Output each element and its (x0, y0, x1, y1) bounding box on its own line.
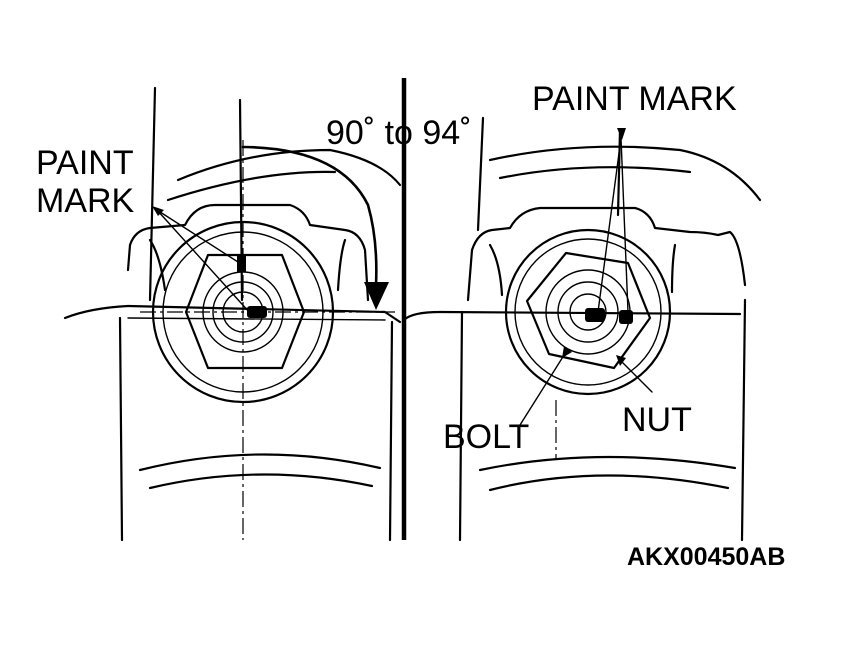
paint-mark-label-left-line2: MARK (36, 182, 135, 220)
nut-label: NUT (622, 401, 692, 439)
paint-mark-label-left-line1: PAINT (36, 144, 134, 182)
figure-code: AKX00450AB (627, 543, 786, 571)
angle-label: 90˚ to 94˚ (326, 114, 472, 152)
rotation-arrow (241, 145, 389, 310)
right-rod-assembly (438, 116, 762, 542)
paint-mark-label-right: PAINT MARK (532, 80, 737, 118)
bolt-label: BOLT (443, 418, 530, 456)
left-rod-assembly (63, 86, 402, 542)
